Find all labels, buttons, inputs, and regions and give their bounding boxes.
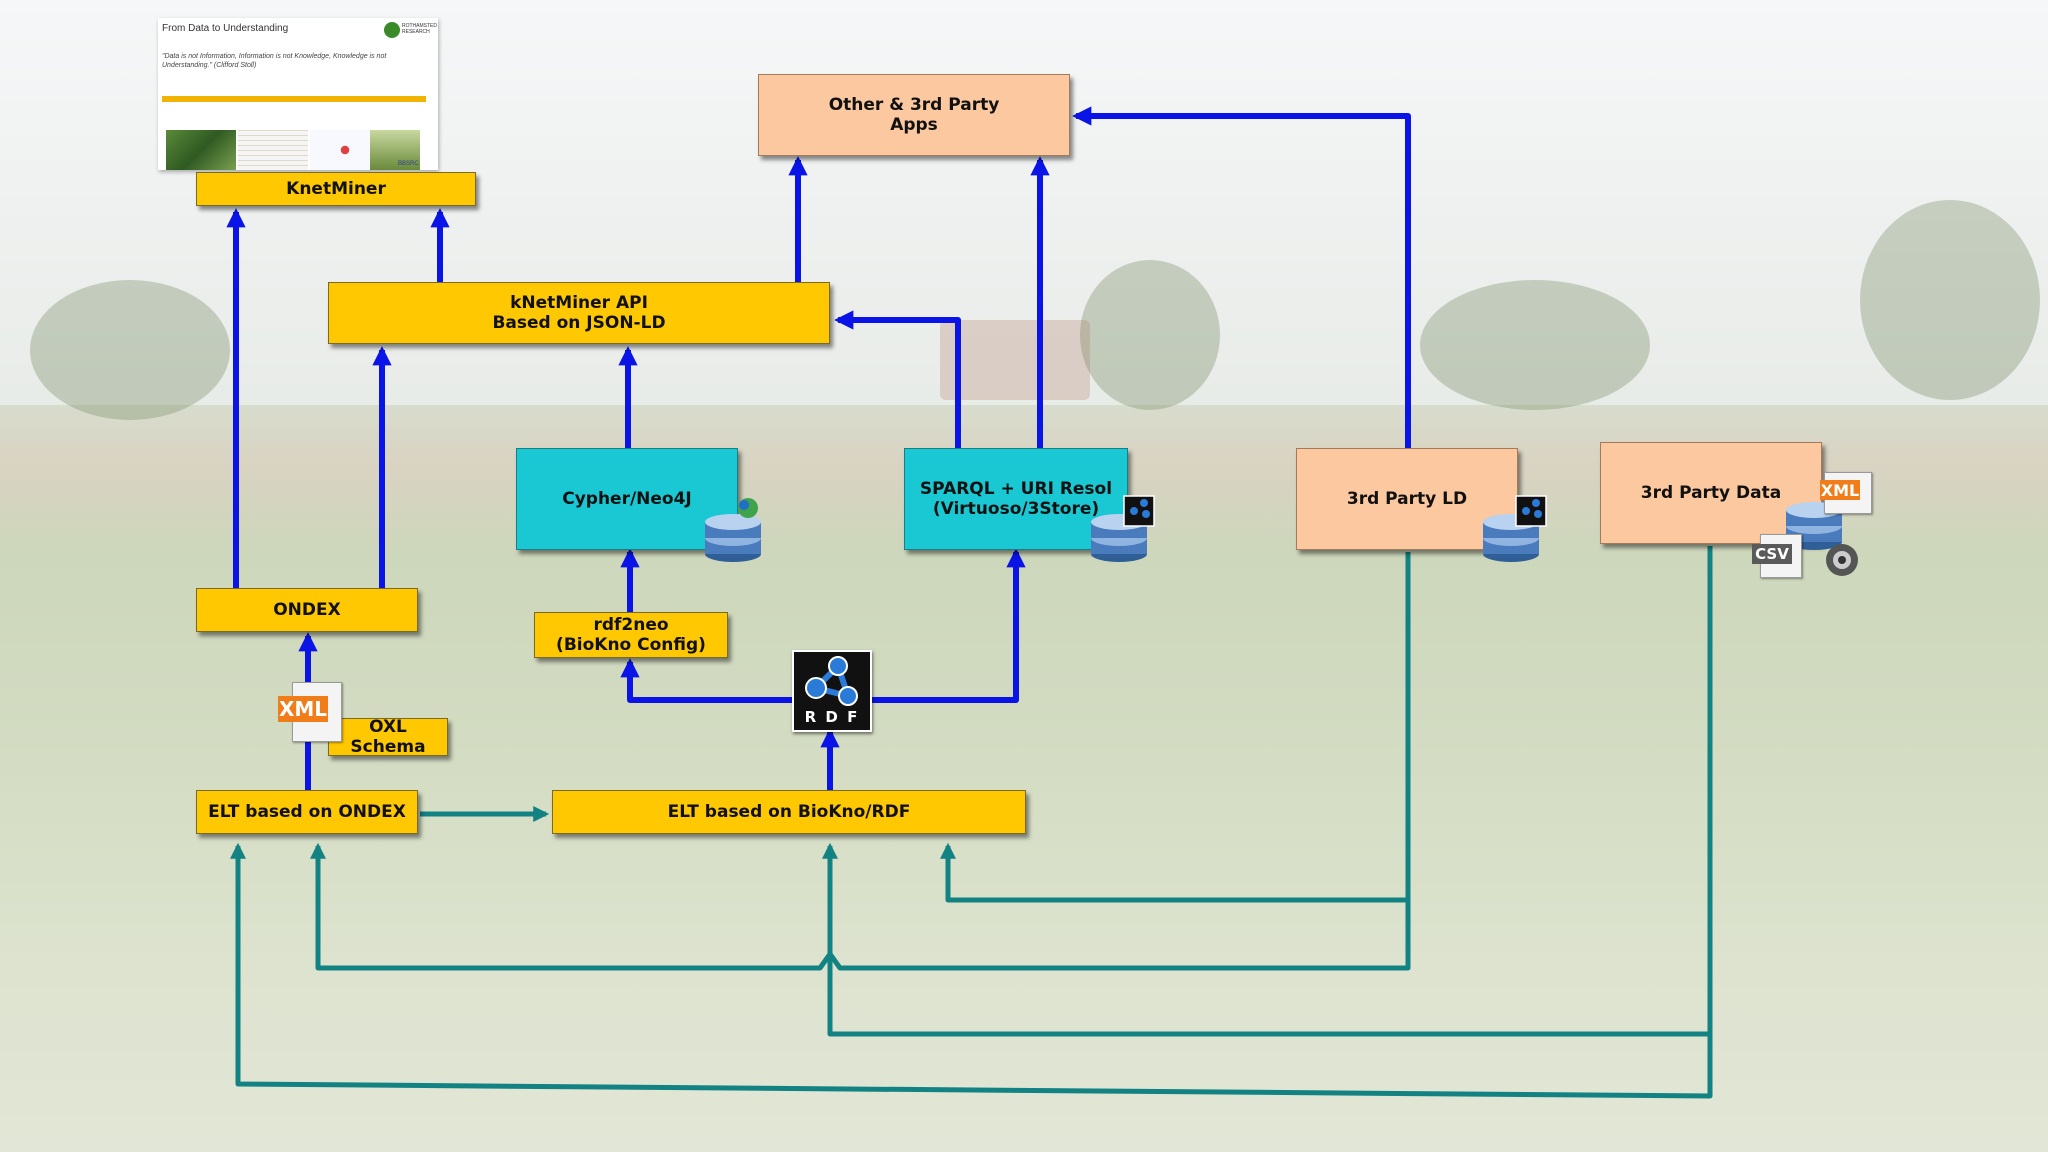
knetminer-api-label: kNetMiner API Based on JSON-LD <box>492 293 666 333</box>
ondex-box[interactable]: ONDEX <box>196 588 418 632</box>
tree-silhouette <box>1420 280 1650 410</box>
rothamsted-logo-icon <box>384 22 400 38</box>
house-silhouette <box>940 320 1090 400</box>
thumbnail-image-field <box>166 130 236 170</box>
third-party-data-label: 3rd Party Data <box>1640 483 1782 503</box>
thumbnail-title: From Data to Understanding <box>162 23 289 34</box>
thumbnail-image-table <box>238 130 308 170</box>
arrow-data-to-elt-biokno <box>821 546 1713 1037</box>
third-party-data-box[interactable]: 3rd Party Data <box>1600 442 1822 544</box>
ondex-label: ONDEX <box>273 600 341 620</box>
tree-silhouette <box>1860 200 2040 400</box>
third-party-ld-label: 3rd Party LD <box>1346 489 1468 509</box>
oxl-schema-box[interactable]: OXL Schema <box>328 717 448 757</box>
thumbnail-quote: "Data is not Information, Information is… <box>162 53 387 69</box>
neo4j-database-icon <box>705 498 761 562</box>
bbsrc-logo: BBSRC <box>398 161 419 167</box>
arrow-sparql-to-api <box>834 310 961 448</box>
thumbnail-image-network <box>310 130 380 170</box>
other-apps-label: Other & 3rd Party Apps <box>828 95 1000 135</box>
csv-tag: CSV <box>1752 544 1792 564</box>
thumbnail-image-person <box>370 130 420 170</box>
rdf2neo-box[interactable]: rdf2neo (BioKno Config) <box>534 612 728 658</box>
cypher-neo4j-label: Cypher/Neo4J <box>562 489 692 509</box>
arrow-ld-to-elt-ondex <box>309 842 1411 971</box>
other-apps-box[interactable]: Other & 3rd Party Apps <box>758 74 1070 156</box>
tree-silhouette <box>1080 260 1220 410</box>
tree-silhouette <box>30 280 230 420</box>
arrow-rdf-to-rdf2neo <box>620 658 830 703</box>
oxl-schema-label: OXL Schema <box>350 717 426 757</box>
arrow-data-to-elt-ondex <box>229 842 1713 1099</box>
elt-ondex-box[interactable]: ELT based on ONDEX <box>196 790 418 834</box>
elt-ondex-label: ELT based on ONDEX <box>208 802 406 822</box>
arrow-rdf-to-sparql <box>830 548 1026 703</box>
sparql-label: SPARQL + URI Resol (Virtuoso/3Store) <box>919 479 1113 519</box>
arrow-ld-to-elt-biokno <box>939 552 1411 903</box>
sparql-database-icon <box>1091 495 1155 562</box>
data-xml-tag: XML <box>1820 480 1860 500</box>
ld-database-icon <box>1483 495 1547 562</box>
knetminer-label: KnetMiner <box>286 179 386 199</box>
rdf-logo-icon: R D F <box>792 650 872 732</box>
rdf-logo-text: R D F <box>804 708 860 726</box>
rdf2neo-label: rdf2neo (BioKno Config) <box>556 615 706 655</box>
xml-tag: XML <box>278 696 328 722</box>
arrow-ld-to-other-apps <box>1072 106 1411 448</box>
knetminer-box[interactable]: KnetMiner <box>196 172 476 206</box>
knetminer-api-box[interactable]: kNetMiner API Based on JSON-LD <box>328 282 830 344</box>
thumbnail-progress-bar <box>162 96 426 102</box>
elt-biokno-box[interactable]: ELT based on BioKno/RDF <box>552 790 1026 834</box>
elt-biokno-label: ELT based on BioKno/RDF <box>667 802 911 822</box>
